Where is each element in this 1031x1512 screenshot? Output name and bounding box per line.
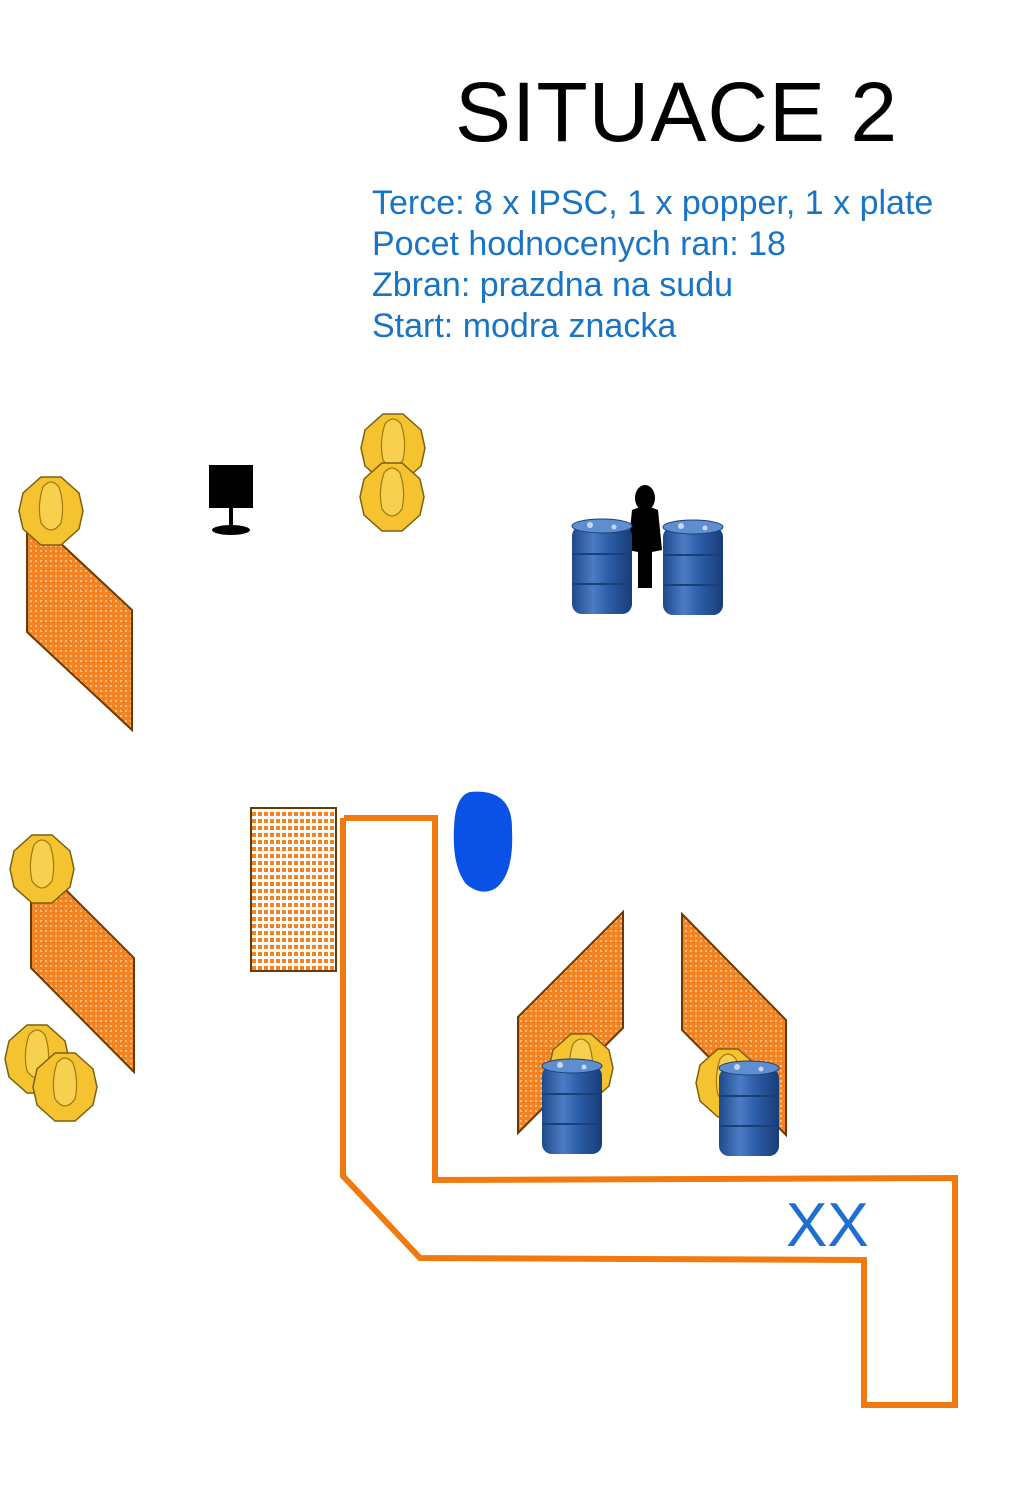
barrel-bottom-left: [541, 1058, 603, 1155]
page-title: SITUACE 2: [455, 65, 899, 159]
no-shoot-silhouette-icon: [628, 485, 662, 588]
ipsc-target-3: [359, 462, 425, 532]
barrel-bottom-right: [718, 1060, 780, 1157]
wall-upper-left: [26, 509, 133, 733]
ipsc-target-6: [32, 1052, 98, 1122]
info-rounds: Pocet hodnocenych ran: 18: [372, 225, 786, 263]
info-start: Start: modra znacka: [372, 307, 677, 345]
wall-lower-left: [30, 852, 135, 1075]
plate-icon: [209, 465, 253, 535]
stage-info: Terce: 8 x IPSC, 1 x popper, 1 x plate P…: [372, 183, 933, 347]
start-marker-icon: [453, 791, 513, 892]
info-targets: Terce: 8 x IPSC, 1 x popper, 1 x plate: [372, 184, 934, 222]
ipsc-target-1: [18, 476, 84, 546]
ipsc-target-4: [9, 834, 75, 904]
fault-line-shooting-area: [340, 815, 958, 1408]
info-weapon: Zbran: prazdna na sudu: [372, 266, 734, 304]
wall-slatted: [250, 807, 337, 972]
barrel-top-left: [571, 518, 633, 615]
barrel-top-right: [662, 519, 724, 616]
start-position-mark: XX: [786, 1191, 869, 1260]
